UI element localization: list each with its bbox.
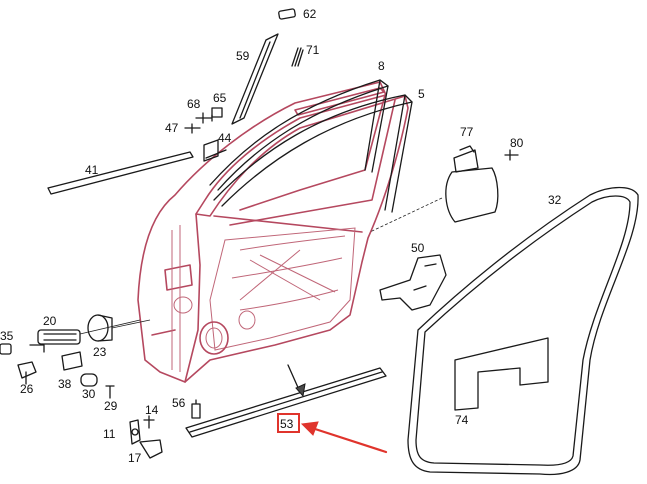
- lever-11: [129, 419, 141, 445]
- callout-71: 71: [306, 43, 320, 57]
- callout-50: 50: [411, 241, 425, 255]
- callout-68: 68: [187, 97, 201, 111]
- window-frame-trims: [209, 79, 413, 213]
- screw-47: [184, 123, 201, 134]
- clip-35: [0, 343, 12, 355]
- lock-assembly-20: [29, 329, 81, 353]
- callout-56: 56: [172, 396, 186, 410]
- bolt-17: [139, 439, 163, 459]
- sill-moulding-53: [185, 367, 387, 438]
- mirror-cover-77: [445, 145, 499, 223]
- callout-26: 26: [20, 382, 34, 396]
- belt-moulding-41: [47, 151, 194, 195]
- callout-29: 29: [104, 399, 118, 413]
- callout-41: 41: [85, 163, 99, 177]
- callout-17: 17: [128, 451, 142, 465]
- screw-68: [195, 112, 213, 124]
- callout-38: 38: [58, 377, 72, 391]
- lock-cylinder-23: [87, 314, 151, 342]
- highlight-arrow-shaft: [310, 426, 388, 454]
- highlight-box: [277, 413, 300, 433]
- callout-65: 65: [213, 91, 227, 105]
- bracket-38: [61, 351, 83, 371]
- callout-5: 5: [418, 87, 425, 101]
- callout-labels: 62 71 59 8 5 68 65 47 44 41 77 80 32 50 …: [0, 7, 562, 465]
- highlight-arrow-head: [300, 421, 319, 436]
- callout-47: 47: [165, 121, 179, 135]
- washer-30: [80, 373, 98, 387]
- callout-44: 44: [218, 131, 232, 145]
- bolt-26: [17, 361, 37, 385]
- bracket-44: [203, 139, 227, 162]
- callout-80: 80: [510, 136, 524, 150]
- clip-65: [211, 107, 223, 118]
- callout-14: 14: [145, 403, 159, 417]
- lock-leader: [79, 319, 141, 335]
- callout-62: 62: [303, 7, 317, 21]
- pillar-trim-59: [231, 33, 279, 125]
- spring-71: [291, 47, 304, 67]
- bracket-50: [379, 254, 447, 311]
- highlight-annotation: [277, 413, 388, 454]
- callout-30: 30: [82, 387, 96, 401]
- callout-23: 23: [93, 345, 107, 359]
- callout-20: 20: [43, 314, 57, 328]
- screw-80: [504, 149, 519, 161]
- door-shell: [137, 81, 409, 383]
- callout-8: 8: [378, 59, 385, 73]
- callout-77: 77: [460, 125, 474, 139]
- sill-arrow-head: [295, 383, 306, 398]
- mirror-leader: [369, 197, 443, 233]
- insulation-pad-74: [454, 337, 549, 411]
- callout-53: 53: [280, 417, 294, 431]
- screw-14: [143, 415, 155, 429]
- pin-56: [191, 399, 201, 419]
- screw-29: [105, 385, 115, 399]
- callout-11: 11: [103, 427, 116, 441]
- callout-59: 59: [236, 49, 250, 63]
- callout-32: 32: [548, 193, 562, 207]
- callout-35: 35: [0, 329, 14, 343]
- clip-62: [278, 8, 296, 20]
- callout-74: 74: [455, 413, 469, 427]
- door-seal-32: [407, 186, 639, 476]
